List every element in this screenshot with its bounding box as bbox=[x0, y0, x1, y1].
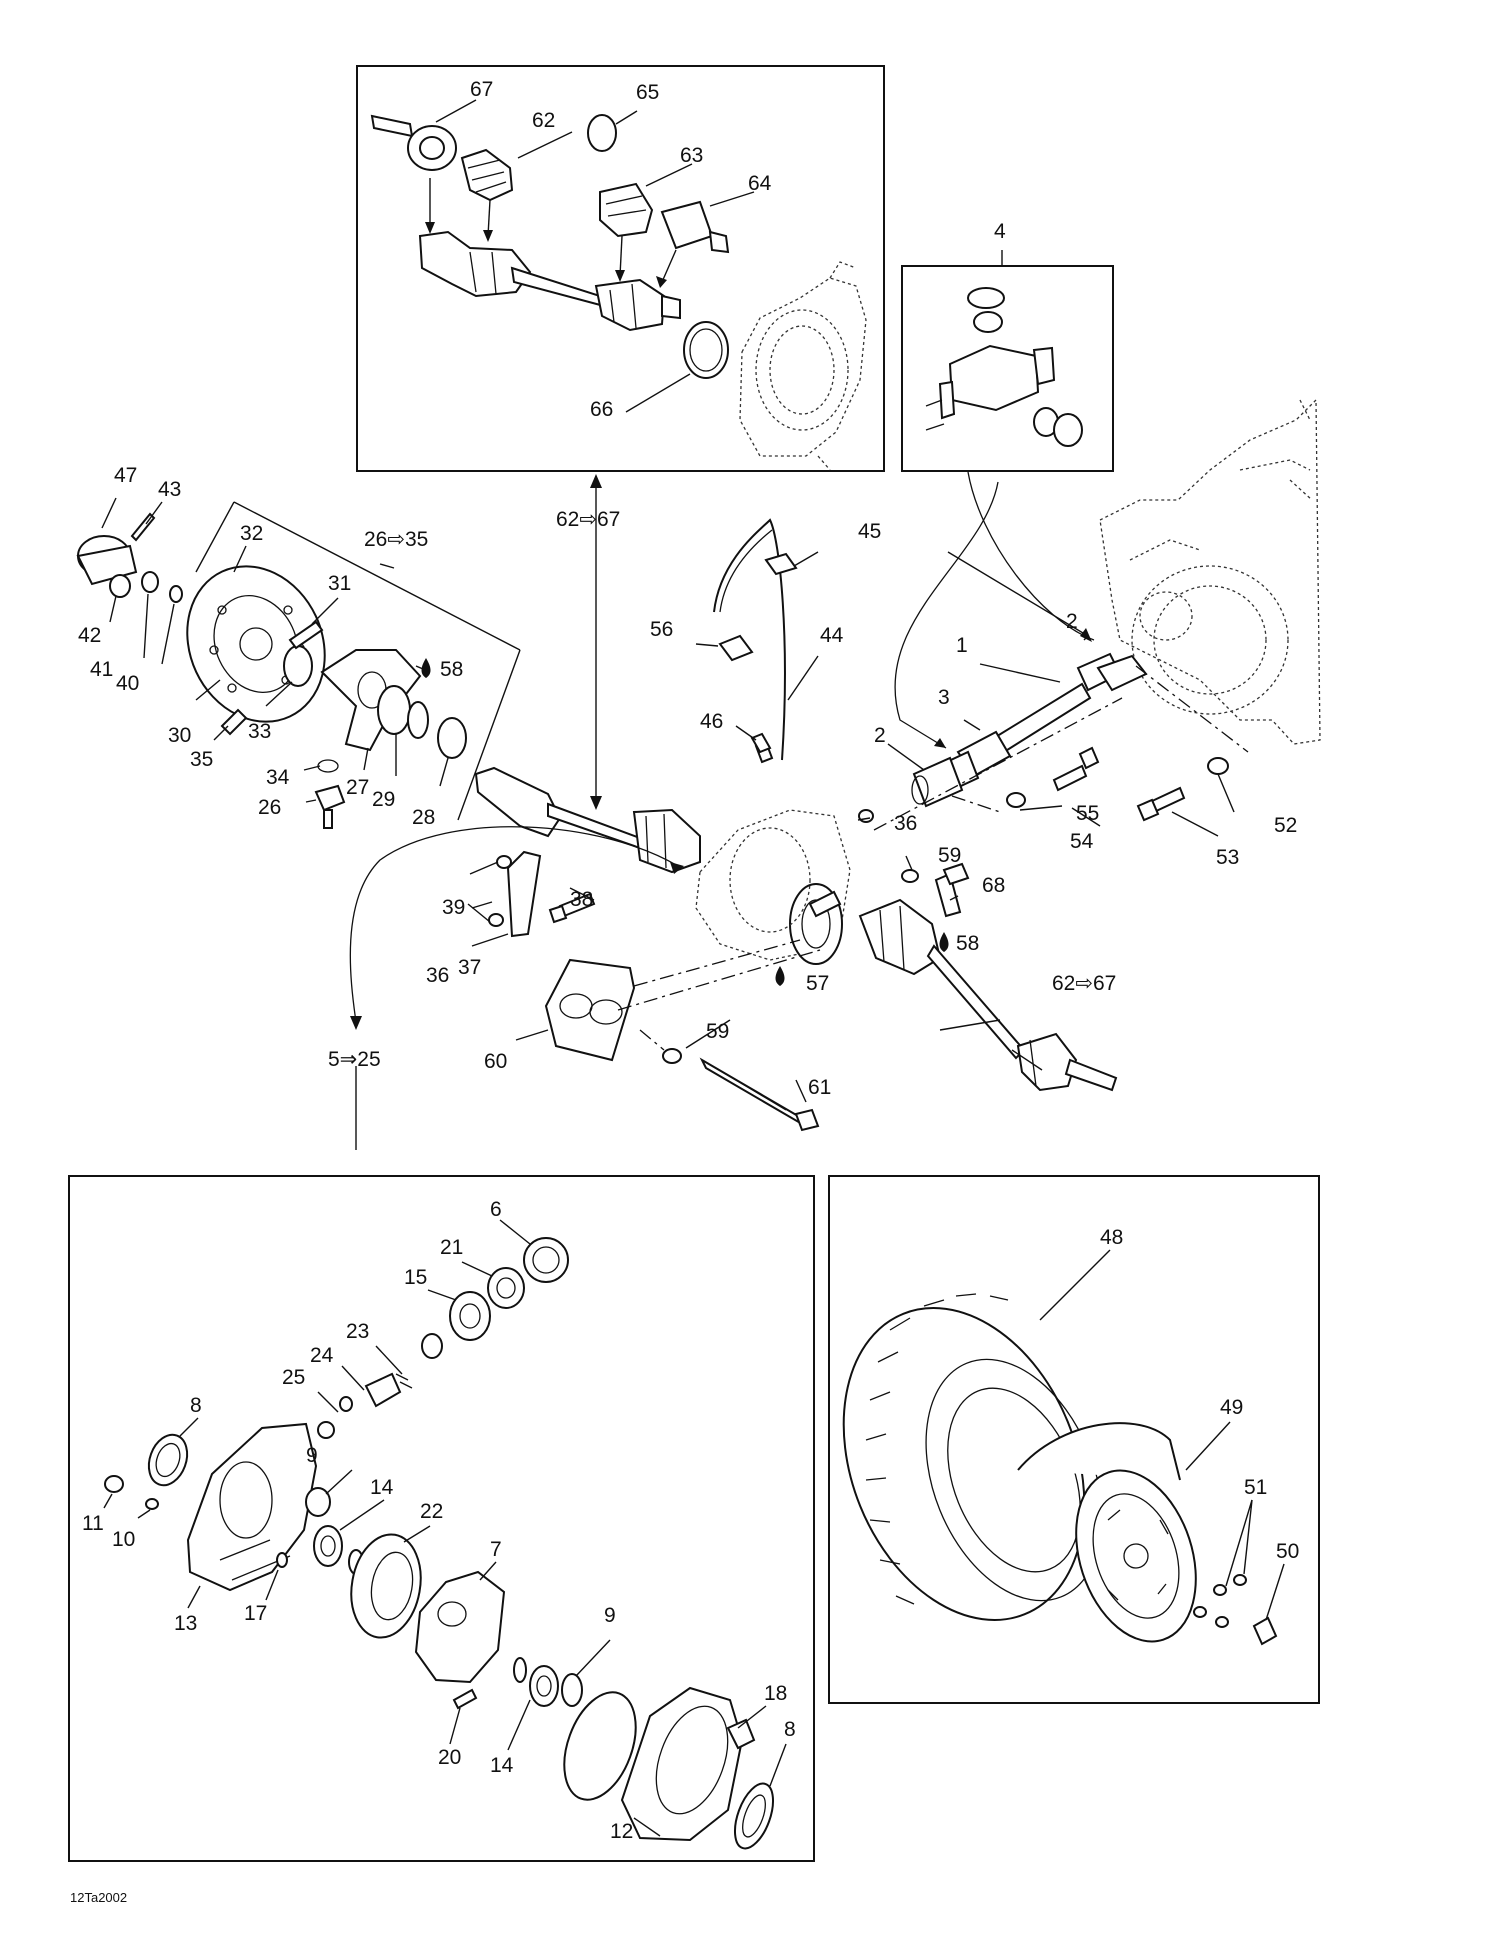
callout-27: 27 bbox=[346, 776, 369, 799]
callout-68: 68 bbox=[982, 874, 1005, 897]
callout-13: 13 bbox=[174, 1612, 197, 1635]
callout-28: 28 bbox=[412, 806, 435, 829]
callout-39: 39 bbox=[442, 896, 465, 919]
inset-box-u-joint bbox=[901, 265, 1114, 472]
callout-15: 15 bbox=[404, 1266, 427, 1289]
callout-53: 53 bbox=[1216, 846, 1239, 869]
front-differential bbox=[349, 474, 1118, 1150]
callout-2-upper: 2 bbox=[1066, 610, 1078, 633]
callout-45: 45 bbox=[858, 520, 881, 543]
callout-50: 50 bbox=[1276, 1540, 1299, 1563]
callout-1: 1 bbox=[956, 634, 968, 657]
callout-56: 56 bbox=[650, 618, 673, 641]
callout-7: 7 bbox=[490, 1538, 502, 1561]
callout-59-lower: 59 bbox=[706, 1020, 729, 1043]
callout-23: 23 bbox=[346, 1320, 369, 1343]
callout-43: 43 bbox=[158, 478, 181, 501]
callout-61: 61 bbox=[808, 1076, 831, 1099]
callout-52: 52 bbox=[1274, 814, 1297, 837]
inset-box-wheel bbox=[828, 1175, 1320, 1704]
callout-9-lower: 9 bbox=[604, 1604, 616, 1627]
callout-12: 12 bbox=[610, 1820, 633, 1843]
callout-25: 25 bbox=[282, 1366, 305, 1389]
callout-18: 18 bbox=[764, 1682, 787, 1705]
callout-22: 22 bbox=[420, 1500, 443, 1523]
callout-20: 20 bbox=[438, 1746, 461, 1769]
callout-4: 4 bbox=[994, 220, 1006, 243]
callout-58-right: 58 bbox=[956, 932, 979, 955]
wheel-and-tire bbox=[842, 1249, 1285, 1646]
inset-box-differential bbox=[68, 1175, 815, 1862]
front-hub-knuckle bbox=[76, 497, 521, 829]
propeller-shaft bbox=[873, 471, 1249, 837]
callout-62: 62 bbox=[532, 109, 555, 132]
callout-17: 17 bbox=[244, 1602, 267, 1625]
callout-49: 49 bbox=[1220, 1396, 1243, 1419]
callout-36-right: 36 bbox=[894, 812, 917, 835]
u-joint-detail bbox=[925, 250, 1083, 447]
callout-47: 47 bbox=[114, 464, 137, 487]
differential-internals bbox=[103, 1219, 787, 1850]
callout-8-left: 8 bbox=[190, 1394, 202, 1417]
callout-29: 29 bbox=[372, 788, 395, 811]
callout-14-lower: 14 bbox=[490, 1754, 514, 1777]
callout-60: 60 bbox=[484, 1050, 507, 1073]
callout-65: 65 bbox=[636, 81, 659, 104]
callout-66: 66 bbox=[590, 398, 613, 421]
callout-2-lower: 2 bbox=[874, 724, 886, 747]
callout-41: 41 bbox=[90, 658, 113, 681]
callout-42: 42 bbox=[78, 624, 101, 647]
callout-46: 46 bbox=[700, 710, 723, 733]
callout-58-left: 58 bbox=[440, 658, 463, 681]
callout-57: 57 bbox=[806, 972, 829, 995]
callout-51: 51 bbox=[1244, 1476, 1267, 1499]
callout-33: 33 bbox=[248, 720, 271, 743]
callout-26: 26 bbox=[258, 796, 281, 819]
callout-9-upper: 9 bbox=[306, 1444, 318, 1467]
callout-26-35: 26⇨35 bbox=[364, 528, 428, 551]
wiring-harness bbox=[695, 518, 819, 764]
callout-8-right: 8 bbox=[784, 1718, 796, 1741]
callout-3: 3 bbox=[938, 686, 950, 709]
callout-24: 24 bbox=[310, 1344, 334, 1367]
callout-62-67-right: 62⇨67 bbox=[1052, 972, 1116, 995]
callout-48: 48 bbox=[1100, 1226, 1123, 1249]
callout-59-upper: 59 bbox=[938, 844, 961, 867]
callout-11: 11 bbox=[82, 1512, 104, 1535]
callout-10: 10 bbox=[112, 1528, 135, 1551]
callout-6: 6 bbox=[490, 1198, 502, 1221]
callout-64: 64 bbox=[748, 172, 772, 195]
callout-14-upper: 14 bbox=[370, 1476, 394, 1499]
callout-32: 32 bbox=[240, 522, 263, 545]
cv-joint-assembly bbox=[370, 99, 867, 471]
drawing-code: 12Ta2002 bbox=[70, 1890, 127, 1905]
callout-5-25: 5⇒25 bbox=[328, 1048, 381, 1071]
callout-35: 35 bbox=[190, 748, 213, 771]
callout-31: 31 bbox=[328, 572, 351, 595]
callout-21: 21 bbox=[440, 1236, 463, 1259]
callout-44: 44 bbox=[820, 624, 844, 647]
callout-55: 55 bbox=[1076, 802, 1099, 825]
callout-54: 54 bbox=[1070, 830, 1094, 853]
callout-67: 67 bbox=[470, 78, 493, 101]
callout-40: 40 bbox=[116, 672, 139, 695]
callout-37: 37 bbox=[458, 956, 481, 979]
callout-30: 30 bbox=[168, 724, 191, 747]
engine-outline bbox=[1099, 398, 1321, 745]
callout-63: 63 bbox=[680, 144, 703, 167]
callout-38: 38 bbox=[570, 888, 593, 911]
callout-34: 34 bbox=[266, 766, 290, 789]
callout-36-left: 36 bbox=[426, 964, 449, 987]
callout-62-67-top: 62⇨67 bbox=[556, 508, 620, 531]
inset-box-cv-joint bbox=[356, 65, 885, 472]
